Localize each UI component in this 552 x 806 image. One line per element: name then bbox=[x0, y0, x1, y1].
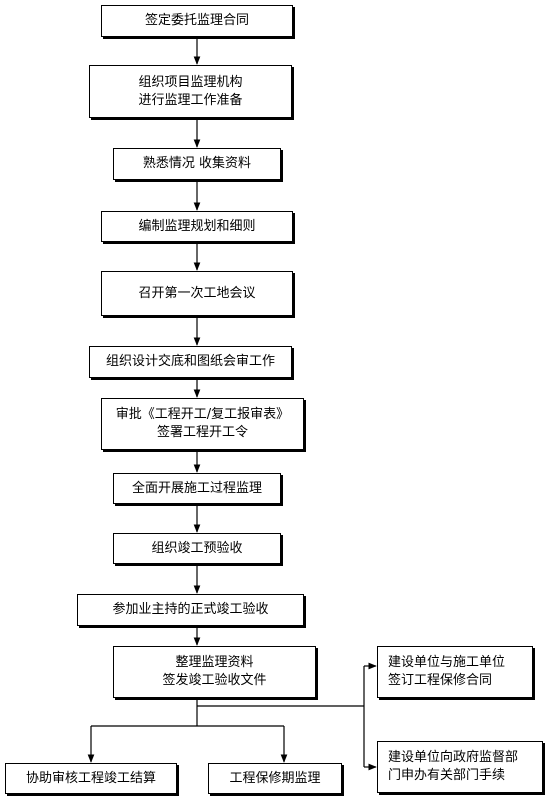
step-audit-settlement: 协助审核工程竣工结算 bbox=[5, 763, 177, 794]
step-line: 组织设计交底和图纸会审工作 bbox=[105, 354, 275, 369]
step-line: 工程保修期监理 bbox=[229, 770, 321, 786]
step-archive-documents: 整理监理资料 签发竣工验收文件 bbox=[113, 646, 316, 698]
step-construction-supervision: 全面开展施工过程监理 bbox=[113, 473, 281, 504]
step-pre-acceptance: 组织竣工预验收 bbox=[113, 533, 281, 564]
step-line: 组织竣工预验收 bbox=[151, 540, 243, 556]
step-approve-start: 审批《工程开工/复工报审表》 签署工程开工令 bbox=[101, 398, 304, 450]
step-line: 参加业主持的正式竣工验收 bbox=[112, 602, 269, 617]
step-line: 熟悉情况 收集资料 bbox=[142, 156, 252, 171]
step-design-review: 组织设计交底和图纸会审工作 bbox=[89, 346, 292, 378]
note-government-procedures: 建设单位向政府监督部 门申办有关部门手续 bbox=[377, 741, 543, 793]
step-line: 整理监理资料 bbox=[175, 655, 254, 670]
step-line: 协助审核工程竣工结算 bbox=[25, 770, 156, 786]
step-first-meeting: 召开第一次工地会议 bbox=[101, 271, 293, 316]
note-line: 签订工程保修合同 bbox=[388, 673, 493, 688]
step-line: 全面开展施工过程监理 bbox=[131, 480, 262, 496]
step-line: 组织项目监理机构 bbox=[138, 74, 243, 90]
step-line: 签署工程开工令 bbox=[156, 425, 248, 440]
note-line: 建设单位向政府监督部 bbox=[388, 750, 519, 765]
step-final-acceptance: 参加业主持的正式竣工验收 bbox=[77, 594, 304, 626]
step-line: 签发竣工验收文件 bbox=[162, 673, 267, 688]
note-warranty-contract: 建设单位与施工单位 签订工程保修合同 bbox=[377, 646, 533, 698]
step-warranty-supervision: 工程保修期监理 bbox=[208, 763, 342, 794]
step-line: 召开第一次工地会议 bbox=[138, 285, 256, 301]
step-sign-contract: 签定委托监理合同 bbox=[101, 5, 293, 37]
note-line: 门申办有关部门手续 bbox=[388, 768, 506, 783]
step-line: 审批《工程开工/复工报审表》 bbox=[115, 407, 290, 422]
step-organize-team: 组织项目监理机构 进行监理工作准备 bbox=[89, 65, 292, 118]
note-line: 建设单位与施工单位 bbox=[388, 655, 506, 670]
step-line: 编制监理规划和细则 bbox=[138, 218, 256, 234]
step-collect-data: 熟悉情况 收集资料 bbox=[113, 148, 281, 180]
step-line: 进行监理工作准备 bbox=[138, 92, 243, 108]
step-line: 签定委托监理合同 bbox=[144, 13, 249, 28]
step-plan: 编制监理规划和细则 bbox=[101, 211, 293, 242]
